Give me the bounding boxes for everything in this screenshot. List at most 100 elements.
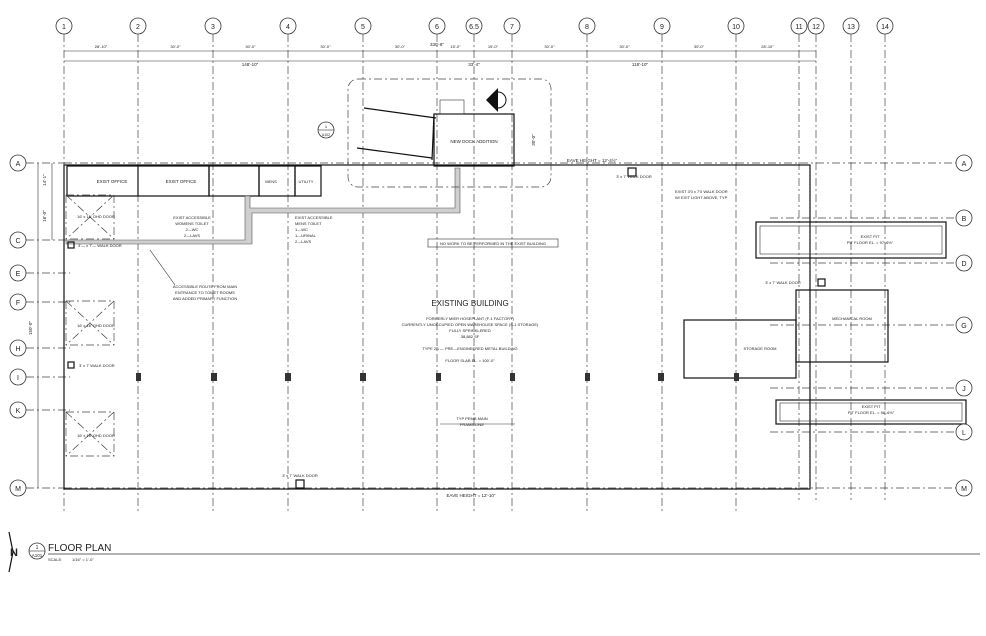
column-bubble-12: 12 [807,17,825,35]
column-label-14: 14 [881,24,889,31]
column-bubble-3: 3 [204,17,222,35]
accessible-route-path [65,167,461,245]
building-note-5: TYPE 2B — PRE—ENGINEERED METAL BUILDING [422,346,517,351]
existing-building-title: EXISTING BUILDING [431,299,508,308]
grid-lines [26,34,956,512]
column-label-2: 2 [136,24,140,31]
column-bubble-14: 14 [876,17,894,35]
bay-dimension-1: 30'-0" [170,44,181,49]
right-segment-dimension: 118'-10" [632,62,649,67]
sheet-number: 1 [36,545,39,551]
detail-ref-sheet: A102 [322,133,330,137]
row-bubble-left-C: C [9,231,27,249]
mens-toilet-label-1: MENS TOILET [295,221,322,226]
mens-toilet-label-0: EXIST ACCESSIBLE [295,215,333,220]
row-bubble-left-K: K [9,401,27,419]
walk-door-north-label: 3' x 7' WALK DOOR [616,174,652,179]
row-label-right-G: G [961,323,966,330]
bay-dimension-5: 15'-0" [450,44,461,49]
storage-room [683,319,797,379]
row-bubble-right-L: L [955,423,973,441]
ohd-door-label-3: 16' x 16' OHD DOOR [77,433,115,438]
pit-2-label-0: EXIST PIT [862,404,881,409]
row-label-right-B: B [962,216,967,223]
row-bubble-right-G: G [955,316,973,334]
row-label-H: H [15,346,20,353]
walk-door-exit-1: W/ EXIT LIGHT ABOVE, TYP [675,195,728,200]
row-bubble-right-M: M [955,479,973,497]
no-work-note: NO WORK TO BE PERFORMED IN THE EXIST BUI… [440,241,546,246]
section-arrow-icon [486,88,498,112]
storage-room-label: STORAGE ROOM [743,346,776,351]
mens-toilet-label-2: 1—WC [295,227,308,232]
bay-dimension-2: 30'-0" [245,44,256,49]
row-bubble-left-F: F [9,293,27,311]
column-bubble-2: 2 [129,17,147,35]
exist-pit-1 [755,221,947,259]
bay-dimension-7: 30'-0" [544,44,555,49]
column-markers [136,373,739,381]
bay-dimension-10: 28'-10" [761,44,774,49]
bay-dimension-8: 30'-0" [619,44,630,49]
row-bubble-right-A: A [955,154,973,172]
building-note-3: 38,882 SF [461,334,480,339]
row-label-A: A [16,161,21,168]
column-bubble-13: 13 [842,17,860,35]
column-label-4: 4 [286,24,290,31]
column-bubble-10: 10 [727,17,745,35]
bay-dimension-6: 15'-0" [488,44,499,49]
overall-dimension: 330'-8" [430,42,444,47]
walk-door-south [295,479,305,489]
left-vertical-dimension-2: 16'-0" [42,210,47,222]
column-label-11: 11 [795,24,802,31]
row-label-right-A: A [962,161,967,168]
north-arrow-icon [8,531,14,573]
column-label-1: 1 [62,24,66,31]
column-label-6.5: 6.5 [469,24,479,31]
walk-door-east-label: 3' x 7' WALK DOOR [765,280,801,285]
ohd-door-3 [65,411,115,457]
row-label-C: C [15,238,20,245]
addition-depth-dimension: 30'-0" [531,134,536,146]
row-label-right-L: L [962,430,966,437]
column-bubble-9: 9 [653,17,671,35]
walk-door-north [627,167,637,177]
building-note-0: FORMERLY MIER HOSEPLANT (F-1 FACTORY) [426,316,515,321]
row-bubble-left-H: H [9,339,27,357]
dock-canopy [439,99,465,115]
bay-dimension-4: 30'-0" [395,44,406,49]
row-label-K: K [16,408,21,415]
ohd-door-1 [65,194,115,240]
walk-door-south-label: 3' x 7' WALK DOOR [282,473,318,478]
accessible-route-label-1: ENTRANCE TO TOILET ROOMS [175,290,235,295]
column-label-9: 9 [660,24,664,31]
ohd-door-2 [65,300,115,346]
row-bubble-right-D: D [955,254,973,272]
scale-value: 1/16" = 1'-0" [72,557,94,562]
building-note-7: FLOOR SLAB EL. = 100'-0" [445,358,495,363]
walk-door-note-c: 3'— x 7'— WALK DOOR [78,243,122,248]
walk-door-west [67,361,75,369]
ohd-door-label-1: 16' x 16' OHD DOOR [77,214,115,219]
womens-toilet-room [208,165,260,197]
column-bubble-4: 4 [279,17,297,35]
walk-door-exit-0: EXIST 3'0 x 7'0 WALK DOOR [675,189,728,194]
column-label-3: 3 [211,24,215,31]
womens-toilet-label-1: WOMENS TOILET [175,221,209,226]
row-label-right-J: J [962,386,966,393]
accessible-route-label-0: ACCESSIBLE ROUTE FROM MAIN [173,284,237,289]
mens-toilet-label-3: 1—URINAL [295,233,317,238]
scale-label: SCALE: [48,557,62,562]
detail-ref-number: 1 [325,124,328,129]
womens-toilet-label-2: 2—WC [186,227,199,232]
bay-dimension-9: 30'-0" [694,44,705,49]
column-label-10: 10 [732,24,740,31]
building-note-2: FULLY SPRINKLERED [449,328,491,333]
sheet-ref: A101 [32,553,43,558]
row-bubble-left-M: M [9,479,27,497]
column-label-7: 7 [510,24,514,31]
row-bubble-left-A: A [9,154,27,172]
